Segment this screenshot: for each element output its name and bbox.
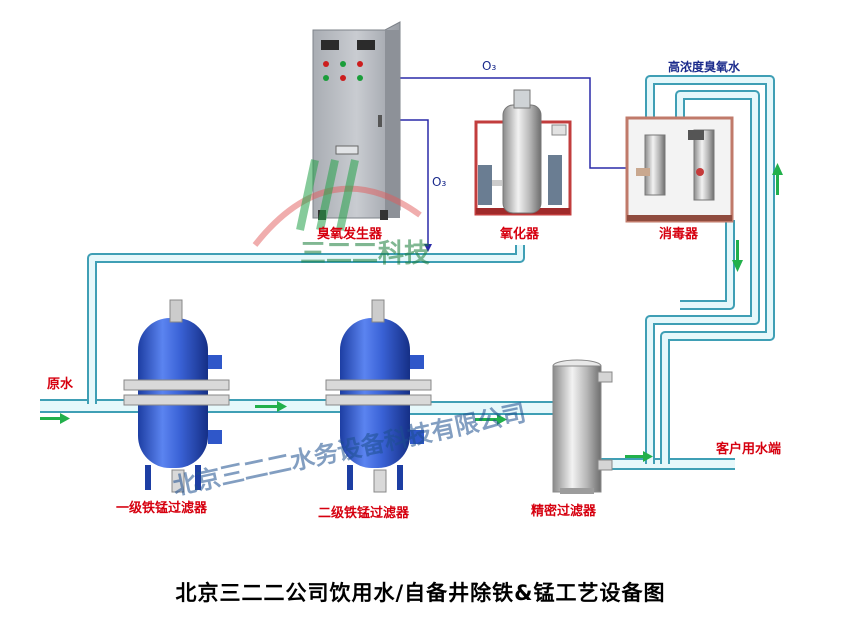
display-right bbox=[357, 40, 375, 50]
label-filter-secondary: 二级铁锰过滤器 bbox=[318, 505, 410, 521]
label-disinfector: 消毒器 bbox=[659, 226, 699, 242]
water-pipes bbox=[40, 75, 775, 470]
label-high-conc-ozone-water: 高浓度臭氧水 bbox=[668, 59, 741, 74]
label-o3-side: O₃ bbox=[432, 175, 446, 189]
flow-arrow-filter-1 bbox=[255, 401, 287, 412]
flow-arrow-customer bbox=[625, 451, 653, 462]
label-o3-top: O₃ bbox=[482, 59, 496, 73]
diagram-caption: 北京三二二公司饮用水/自备井除铁&锰工艺设备图 bbox=[175, 581, 666, 605]
label-oxidizer: 氧化器 bbox=[499, 226, 540, 242]
flow-arrow-up bbox=[772, 163, 783, 195]
secondary-filter bbox=[325, 299, 432, 493]
disinfector bbox=[625, 116, 734, 223]
flow-arrow-filter-2 bbox=[475, 414, 507, 425]
flow-arrow-down bbox=[732, 240, 743, 272]
label-ozone-generator: 臭氧发生器 bbox=[317, 226, 383, 242]
logo-watermark-text: 三二二科技 bbox=[300, 239, 430, 269]
label-precision-filter: 精密过滤器 bbox=[531, 503, 597, 519]
label-customer-end: 客户用水端 bbox=[716, 441, 781, 457]
precision-filter bbox=[552, 359, 613, 494]
oxidizer bbox=[474, 89, 572, 216]
label-filter-primary: 一级铁锰过滤器 bbox=[116, 500, 208, 516]
label-raw-water: 原水 bbox=[47, 376, 74, 392]
primary-filter bbox=[123, 299, 230, 493]
logo-watermark: 三二二科技 bbox=[252, 159, 430, 269]
display-left bbox=[321, 40, 339, 50]
flow-arrows bbox=[40, 163, 783, 462]
flow-arrow-inlet bbox=[40, 413, 70, 424]
